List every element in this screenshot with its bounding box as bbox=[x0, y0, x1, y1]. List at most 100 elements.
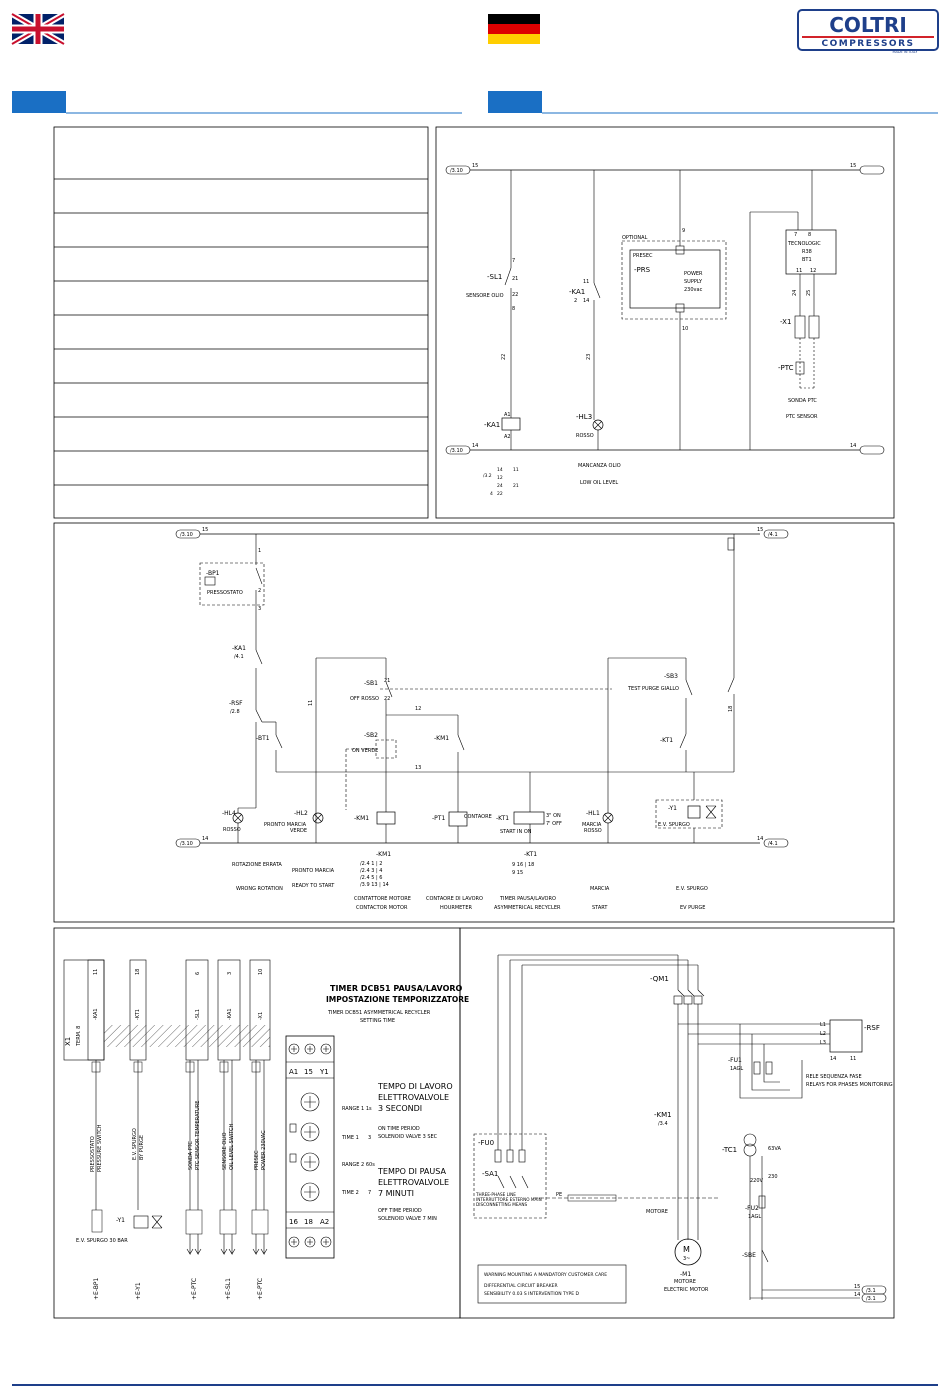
out-num: 15 bbox=[854, 1284, 860, 1290]
section-marker-left bbox=[12, 91, 66, 113]
tec-w25: 25 bbox=[806, 290, 812, 296]
timer-term-a2: A2 bbox=[320, 1218, 329, 1226]
work-en1: ON TIME PERIOD bbox=[378, 1126, 420, 1132]
v230-label: 230 bbox=[768, 1174, 778, 1180]
prs-ref: -PRS bbox=[634, 266, 651, 274]
tec-model: R38 bbox=[802, 249, 812, 255]
logo-tag-text: MADE IN ITALY bbox=[892, 50, 918, 54]
timer-sub2: SETTING TIME bbox=[360, 1018, 395, 1024]
mid-num-bottom: 14 bbox=[202, 836, 208, 842]
ref-bottom-left: /3.10 bbox=[450, 448, 463, 454]
out-num: 14 bbox=[854, 1292, 860, 1298]
ka1-table-c2: 11 bbox=[513, 467, 519, 473]
terminal-wiring-panel: X1 TERM. 8 11 18 6 3 10 -KA1 -KT1 -SL1 -… bbox=[53, 927, 469, 1319]
x1-ref: -X1 bbox=[780, 318, 791, 326]
caption-contactor-it: CONTATTORE MOTORE bbox=[354, 896, 411, 902]
ka1-table-c6: 22 bbox=[497, 491, 503, 497]
ka1-table-c4: 24 bbox=[497, 483, 503, 489]
mid-num-bottom-right: 14 bbox=[757, 836, 763, 842]
terminal-ref: -X1 bbox=[258, 1012, 264, 1020]
hl1-color: ROSSO bbox=[584, 828, 602, 834]
ptc-probe-it: SONDA PTC bbox=[788, 398, 817, 404]
control-circuit-panel: /3.10 /3.10 /4.1 /4.1 15 14 15 14 -BP1 P… bbox=[53, 522, 895, 923]
km1-table-row: /2.4 5 | 6 bbox=[360, 875, 382, 881]
rail-num-top-right: 15 bbox=[850, 163, 856, 169]
timer-time1: TIME 1 bbox=[341, 1135, 359, 1141]
sb1-label: OFF ROSSO bbox=[350, 696, 379, 702]
mid-ref-bottom-right: /4.1 bbox=[768, 841, 778, 847]
timer-range2: RANGE 2 60s bbox=[342, 1162, 375, 1168]
section-marker-right bbox=[488, 91, 542, 113]
motor-symbol: M bbox=[683, 1245, 690, 1254]
hl4-ref: -HL4 bbox=[222, 810, 236, 817]
logo-main-text: COLTRI bbox=[829, 13, 907, 37]
coltri-logo: COLTRI COMPRESSORS MADE IN ITALY bbox=[797, 9, 939, 54]
wire-18: 18 bbox=[728, 706, 734, 712]
caption-ready-en: READY TO START bbox=[292, 883, 335, 889]
supply-label: SUPPLY bbox=[684, 279, 703, 285]
timer-time2: TIME 2 bbox=[341, 1190, 359, 1196]
tec-w24: 24 bbox=[792, 290, 798, 296]
km1-contact-table: -KM1 /2.4 1 | 2 /2.4 3 | 4 /2.4 5 | 6 /3… bbox=[360, 851, 391, 888]
device-label: PRESEC bbox=[254, 1150, 260, 1170]
out-ref: /3.1 bbox=[866, 1288, 876, 1294]
ev-spurgo-label: E.V. SPURGO 30 BAR bbox=[76, 1238, 128, 1244]
bt1-ref: -BT1 bbox=[256, 735, 270, 742]
ka1-contact-ref: -KA1 bbox=[569, 288, 585, 296]
optional-label: OPTIONAL bbox=[622, 235, 648, 241]
rsf-pin: L1 bbox=[820, 1022, 826, 1028]
fu0-ref: -FU0 bbox=[478, 1139, 494, 1147]
rsf-pin: 14 bbox=[830, 1056, 836, 1062]
hl2-ref: -HL2 bbox=[294, 810, 308, 817]
y1-lower-label: -Y1 bbox=[116, 1217, 125, 1224]
device-label: BY PURGE bbox=[139, 1135, 145, 1160]
pt1-ref: -PT1 bbox=[432, 815, 445, 822]
rsf-ref: -RSF bbox=[864, 1024, 880, 1032]
caption-rotation-en: WRONG ROTATION bbox=[236, 886, 283, 892]
hl3-color: ROSSO bbox=[576, 433, 594, 439]
device-label: E.V. SPURGO bbox=[132, 1128, 138, 1160]
sl1-pin-8: 8 bbox=[512, 306, 515, 312]
caption-purge-en: EV PURGE bbox=[680, 905, 705, 911]
motor-en: ELECTRIC MOTOR bbox=[664, 1287, 709, 1293]
tc1-ref: -TC1 bbox=[722, 1146, 737, 1154]
ptc-probe-en: PTC SENSOR bbox=[786, 414, 818, 420]
sb3-label: TEST PURGE GIALLO bbox=[627, 686, 679, 692]
tec-p8: 8 bbox=[808, 232, 811, 238]
kt1-t-off: 7' OFF bbox=[546, 821, 562, 827]
caption-it: MANCANZA OLIO bbox=[578, 463, 621, 469]
bottom-ref: +E-BP1 bbox=[93, 1277, 100, 1300]
mid-num-top-right: 15 bbox=[757, 527, 763, 533]
germany-flag bbox=[488, 14, 540, 44]
work-title: TEMPO DI LAVORO bbox=[377, 1082, 453, 1091]
tec-title: TECNOLOGIC bbox=[787, 241, 821, 247]
kt1-table-row: 9 15 bbox=[512, 870, 523, 876]
tec-bt: BT1 bbox=[802, 257, 812, 263]
pause-en1: OFF TIME PERIOD bbox=[378, 1208, 422, 1214]
ptc-ref: -PTC bbox=[778, 364, 794, 372]
prs-pin-10: 10 bbox=[682, 326, 688, 332]
pause-l3: 7 MINUTI bbox=[378, 1189, 414, 1198]
bottom-ref: +E-PTC bbox=[257, 1278, 264, 1300]
km1-table-ref: -KM1 bbox=[376, 851, 391, 858]
v220-label: 220V bbox=[750, 1178, 764, 1184]
device-label: PTC SENSOR TEMPERATURE bbox=[195, 1101, 201, 1170]
rsf-en: RELAYS FOR PHASES MONITORING bbox=[806, 1082, 893, 1088]
tec-p11: 11 bbox=[796, 268, 802, 274]
ka1-table-c3: 12 bbox=[497, 475, 503, 481]
terminal-num: 11 bbox=[93, 969, 99, 975]
km1-table-row: /2.4 1 | 2 bbox=[360, 861, 382, 867]
tc1-rating: 63VA bbox=[768, 1146, 781, 1152]
x1-strip-label: X1 bbox=[64, 1037, 72, 1046]
device-label: OIL LEVEL SWITCH bbox=[229, 1123, 235, 1170]
caption-hourmeter-en: HOURMETER bbox=[440, 905, 473, 911]
bottom-ref: +E-PTC bbox=[191, 1278, 198, 1300]
hl3-ref: -HL3 bbox=[576, 413, 592, 421]
work-l2: ELETTROVALVOLE bbox=[378, 1093, 449, 1102]
work-l3: 3 SECONDI bbox=[378, 1104, 422, 1113]
x1-strip-sub: TERM. 8 bbox=[76, 1026, 82, 1047]
terminal-num: 18 bbox=[135, 969, 141, 975]
terminal-ref: -SL1 bbox=[195, 1009, 201, 1020]
km1-power-ref: -KM1 bbox=[654, 1111, 672, 1119]
